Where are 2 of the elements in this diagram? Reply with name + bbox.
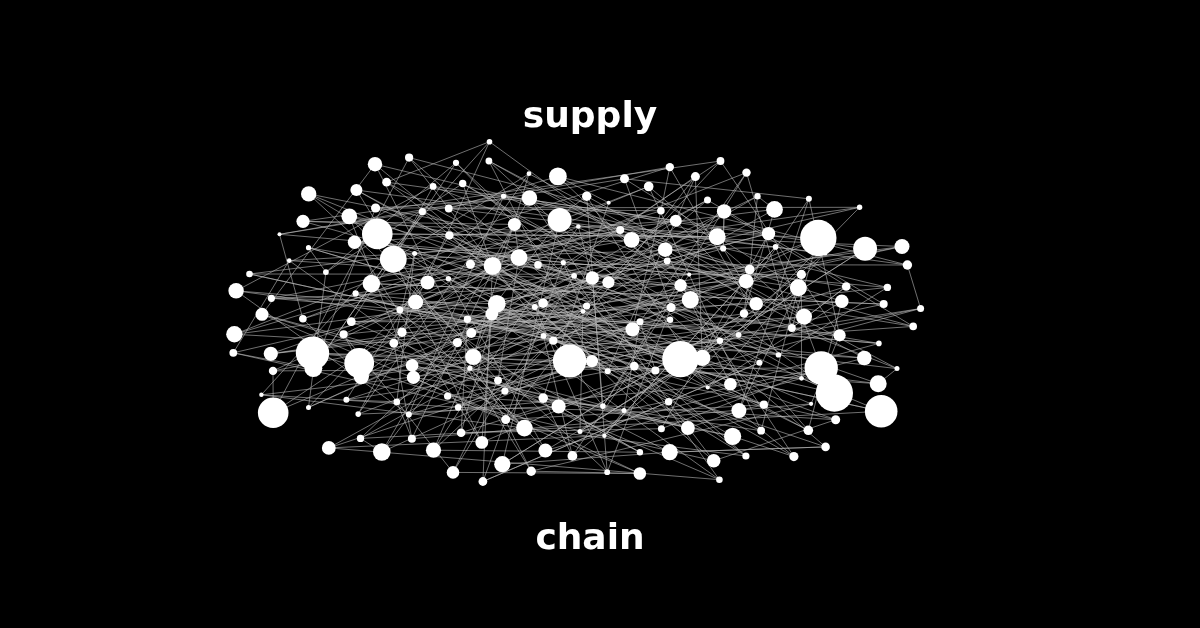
word-label: chain xyxy=(535,517,645,557)
word-label: supply xyxy=(522,95,658,135)
